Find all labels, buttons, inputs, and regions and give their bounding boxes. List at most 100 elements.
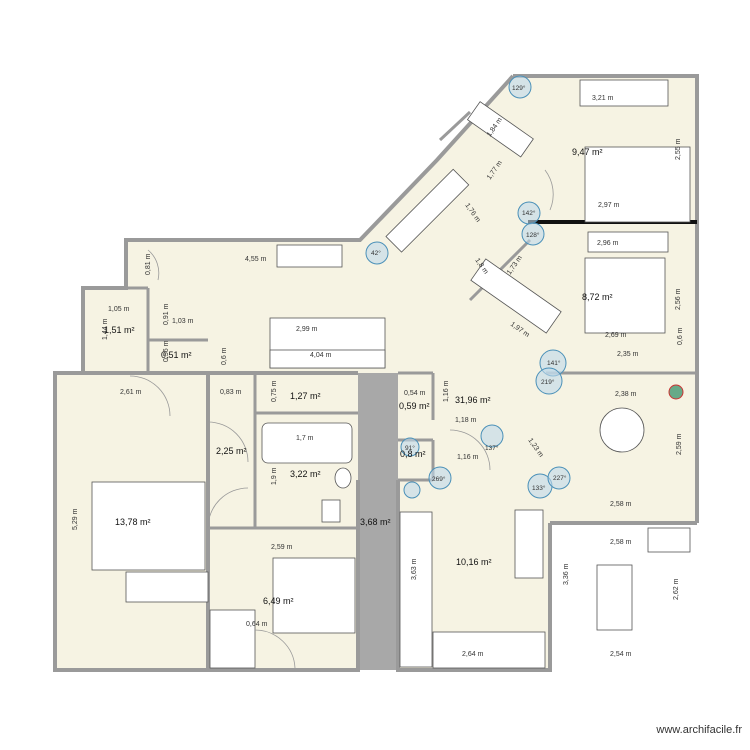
angle-label: 91° <box>405 444 415 452</box>
sofa-back <box>269 349 386 369</box>
area-bedroom-mid-right: 8,72 m² <box>582 292 613 302</box>
fridge-right <box>647 527 691 553</box>
dim-label: 1,7 m <box>296 435 314 442</box>
area-small-a: 0,51 m² <box>161 350 192 360</box>
dim-label: 2,97 m <box>598 202 620 209</box>
area-small-b: 0,59 m² <box>399 401 430 411</box>
dim-label: 5,29 m <box>72 508 79 530</box>
angle-label: 141° <box>547 359 561 367</box>
angle-label: 129° <box>512 84 526 92</box>
desk-diag <box>470 258 562 334</box>
area-labels: 9,47 m² 8,72 m² 31,96 m² 13,78 m² 2,25 m… <box>104 147 613 606</box>
dim-label: 2,58 m <box>610 539 632 546</box>
dim-label: 4,55 m <box>245 256 267 263</box>
area-small-room-left: 1,51 m² <box>104 325 135 335</box>
bed-left <box>91 481 206 571</box>
angle-label: 227° <box>553 474 567 482</box>
area-small-c: 0,8 m² <box>400 449 426 459</box>
dining-table <box>599 407 645 453</box>
credit-text: www.archifacile.fr <box>656 724 742 736</box>
dim-label: 2,69 m <box>605 332 627 339</box>
door-swings <box>129 169 554 669</box>
area-bathroom: 3,22 m² <box>290 469 321 479</box>
dim-label: 2,61 m <box>120 389 142 396</box>
sink <box>334 467 352 489</box>
desk-left <box>125 571 209 603</box>
angle-label: 137° <box>485 444 499 452</box>
dim-label: 0,54 m <box>404 390 426 397</box>
kitchen-bottom <box>432 631 546 669</box>
dim-label: 1,16 m <box>443 380 450 402</box>
angle-label: 128° <box>526 231 540 239</box>
dim-label: 2,62 m <box>673 578 680 600</box>
angle-label: 219° <box>541 378 555 386</box>
dim-label: 0,81 m <box>145 253 152 275</box>
dim-label: 2,64 m <box>462 651 484 658</box>
angle-marker-269 <box>428 466 452 490</box>
bath-tub <box>261 422 353 464</box>
area-bedroom-top-right: 9,47 m² <box>572 147 603 157</box>
tv-unit <box>276 244 343 268</box>
angle-marker-small <box>403 481 421 499</box>
angle-marker-137 <box>480 424 504 448</box>
dim-label: 2,59 m <box>271 544 293 551</box>
dim-label: 2,58 m <box>610 501 632 508</box>
dim-label: 4,04 m <box>310 352 332 359</box>
cabinet-diag <box>385 168 470 253</box>
area-room-bottom-left: 6,49 m² <box>263 596 294 606</box>
desk-top-right <box>579 79 669 107</box>
area-bedroom-left: 13,78 m² <box>115 517 151 527</box>
dim-label: 2,96 m <box>597 240 619 247</box>
dim-label: 1,16 m <box>457 454 479 461</box>
kitchen-island <box>514 509 544 579</box>
area-living: 31,96 m² <box>455 395 491 405</box>
furniture <box>91 79 691 669</box>
angle-marker-42 <box>365 241 389 265</box>
dim-label: 0,91 m <box>163 303 170 325</box>
dim-label: 1,03 m <box>172 318 194 325</box>
dim-label: 0,6 m <box>677 327 684 345</box>
angle-marker-129 <box>508 75 532 99</box>
shower <box>596 564 633 631</box>
dim-label: 3,36 m <box>563 563 570 585</box>
kitchen-counter <box>399 511 433 668</box>
dim-label: 0,6 m <box>221 347 228 365</box>
dim-label: 1,18 m <box>455 417 477 424</box>
dim-label: 0,75 m <box>271 380 278 402</box>
dim-label: 2,38 m <box>615 391 637 398</box>
dim-label: 0,83 m <box>220 389 242 396</box>
dim-label: 2,35 m <box>617 351 639 358</box>
dim-label: 3,63 m <box>411 558 418 580</box>
dim-label: 2,54 m <box>610 651 632 658</box>
angle-label: 142° <box>522 209 536 217</box>
pillow-1 <box>587 231 669 253</box>
angle-labels: 129° 142° 128° 141° 219° 42° 91° 137° 13… <box>371 84 567 492</box>
dim-label: 0,56 m <box>163 340 170 362</box>
angle-marker-128 <box>521 222 545 246</box>
angle-marker-227 <box>547 466 571 490</box>
corridor <box>358 373 398 670</box>
angle-label: 269° <box>432 475 446 483</box>
angle-label: 133° <box>532 484 546 492</box>
angle-marker-219 <box>535 367 563 395</box>
angle-markers <box>365 75 571 499</box>
bed-bottom-left <box>272 557 356 634</box>
toilet <box>321 499 341 523</box>
dim-label: 2,99 m <box>296 326 318 333</box>
area-kitchen: 10,16 m² <box>456 557 492 567</box>
dim-label: 1,44 m <box>102 318 109 340</box>
bed-mid-right <box>584 257 666 334</box>
angle-label: 42° <box>371 249 381 257</box>
dim-label: 3,21 m <box>592 95 614 102</box>
area-corridor: 3,68 m² <box>360 517 391 527</box>
area-wc: 1,27 m² <box>290 391 321 401</box>
angle-marker-91 <box>400 437 420 457</box>
dim-label: 1,05 m <box>108 306 130 313</box>
area-closet-left: 2,25 m² <box>216 446 247 456</box>
dim-label: 2,55 m <box>675 138 682 160</box>
shelf-top <box>466 101 534 158</box>
desk-bottom-left <box>209 609 256 669</box>
dim-label: 0,64 m <box>246 621 268 628</box>
dim-label: 2,59 m <box>676 433 683 455</box>
